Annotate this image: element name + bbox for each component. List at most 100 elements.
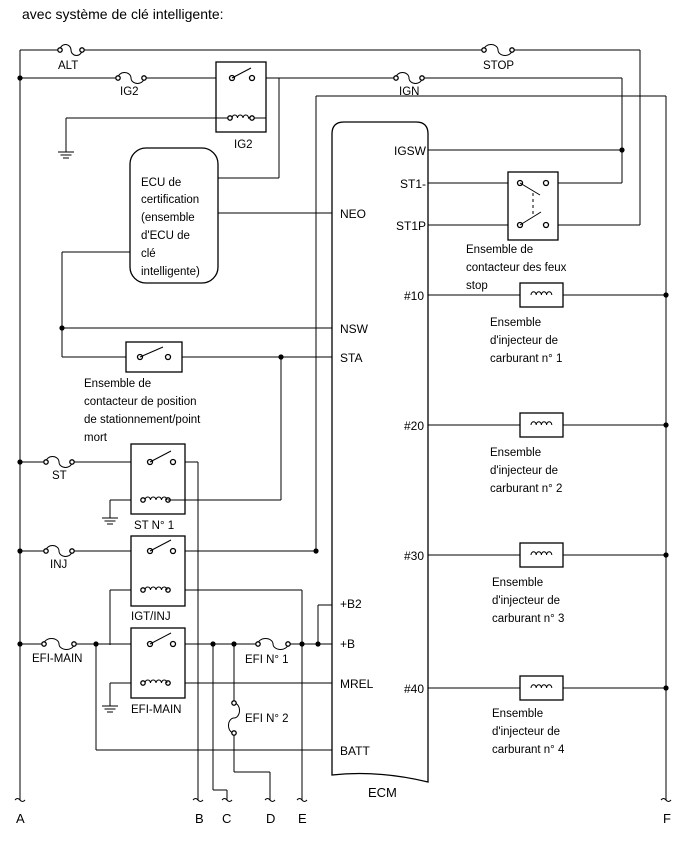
wire-break-icon: [264, 798, 276, 802]
relay-igt-inj-box: [130, 535, 186, 607]
fuse-ig2-icon: [117, 72, 145, 84]
fuse-efi1-label: EFI N° 1: [245, 654, 289, 666]
fuse-alt-label: ALT: [58, 60, 78, 72]
switch-contact-icon: [139, 346, 164, 358]
component-labels: ALT STOP IG2 IGN IG2 ST ST N° 1 INJ IGT/…: [32, 60, 514, 725]
ecm-pin-nsw: NSW: [340, 322, 369, 336]
fuse-inj-label: INJ: [50, 559, 67, 571]
caption-line: d'injecteur de: [490, 335, 558, 347]
wire-break-icon: [192, 798, 204, 802]
caption-line: Ensemble de: [84, 378, 151, 390]
caption-line: stop: [466, 280, 488, 292]
injector-coil-icon: [530, 421, 553, 426]
relay-switch-icon: [149, 539, 172, 552]
connector-c: C: [222, 811, 231, 826]
caption-line: mort: [84, 432, 108, 444]
caption-line: Ensemble: [492, 577, 543, 589]
fuse-stop-icon: [483, 44, 513, 56]
certification-ecu-line: (ensemble: [141, 212, 195, 224]
diagram-title: avec système de clé intelligente:: [22, 6, 224, 22]
caption-line: Ensemble: [492, 708, 543, 720]
connector-a: A: [16, 811, 25, 826]
relay-coil-icon: [144, 496, 168, 501]
injector-coil-icon: [530, 551, 553, 556]
ecm-pin-neo: NEO: [340, 207, 366, 221]
certification-ecu: ECU de certification (ensemble d'ECU de …: [129, 147, 219, 284]
connector-f: F: [663, 811, 671, 826]
injector-4-caption: Ensemble d'injecteur de carburant n° 4: [492, 708, 565, 756]
ecm-pin-igsw: IGSW: [394, 144, 427, 158]
fuse-inj-icon: [45, 545, 73, 557]
fuse-efi2-icon: [228, 702, 240, 734]
ecm-pin-30: #30: [404, 549, 424, 563]
fuse-st-icon: [45, 456, 73, 468]
relay-igt-inj: [130, 535, 186, 607]
injector-3-caption: Ensemble d'injecteur de carburant n° 3: [492, 577, 564, 625]
fuse-efi-main-icon: [43, 638, 75, 650]
connector-b: B: [195, 811, 204, 826]
caption-line: Ensemble: [490, 447, 541, 459]
ecm-pin-st1p: ST1P: [396, 219, 426, 233]
injector-coil-icon: [530, 684, 553, 689]
relay-coil-icon: [144, 679, 168, 684]
injector-coil-icon: [530, 291, 553, 296]
ground-icon: [102, 517, 118, 525]
relay-st1-label: ST N° 1: [134, 520, 174, 532]
wire-break-icon: [296, 798, 308, 802]
ecm-pin-st1m: ST1-: [400, 177, 426, 191]
relay-efi-main: [130, 627, 186, 699]
fuse-st-label: ST: [52, 470, 67, 482]
park-switch-caption: Ensemble de contacteur de position de st…: [84, 378, 201, 444]
park-neutral-switch: [125, 341, 183, 373]
switch-contact-icon: [519, 211, 542, 226]
ecm-pin-mrel: MREL: [340, 677, 374, 691]
certification-ecu-box: [129, 147, 219, 284]
injector-1-caption: Ensemble d'injecteur de carburant n° 1: [490, 317, 562, 365]
injector-2: [519, 412, 564, 438]
fuse-efi-main-label: EFI-MAIN: [32, 653, 82, 665]
fuse-efi1-icon: [257, 638, 289, 650]
relay-ig2-box: [215, 61, 267, 133]
ecm-pin-40: #40: [404, 682, 424, 696]
ecm-pin-10: #10: [404, 289, 424, 303]
relay-switch-icon: [149, 632, 172, 645]
ecm: ECM IGSW ST1- ST1P NEO NSW STA +B2 +B MR…: [331, 121, 429, 800]
ecm-pin-batt: BATT: [340, 744, 370, 758]
ecm-pin-20: #20: [404, 419, 424, 433]
fuse-alt-icon: [59, 44, 83, 56]
ground-icon: [102, 705, 118, 713]
relay-igt-inj-label: IGT/INJ: [131, 611, 171, 623]
certification-ecu-line: d'ECU de: [141, 230, 190, 242]
relay-switch-icon: [231, 67, 252, 79]
caption-line: carburant n° 4: [492, 744, 565, 756]
ecm-box: [331, 121, 429, 783]
caption-line: Ensemble: [490, 317, 541, 329]
ecm-pin-sta: STA: [340, 351, 362, 365]
relay-ig2: [215, 61, 267, 133]
injector-4: [519, 675, 564, 701]
certification-ecu-line: clé: [141, 248, 156, 260]
fuse-ign-icon: [395, 72, 423, 84]
connector-labels: A B C D E F: [16, 811, 671, 826]
ecm-label: ECM: [368, 785, 397, 800]
relay-ig2-label: IG2: [234, 139, 253, 151]
ecm-pin-b: +B: [340, 637, 355, 651]
caption-line: carburant n° 3: [492, 613, 564, 625]
certification-ecu-line: ECU de: [141, 177, 181, 189]
injector-2-caption: Ensemble d'injecteur de carburant n° 2: [490, 447, 562, 495]
fuse-ign-label: IGN: [399, 86, 419, 98]
grounds: [58, 151, 118, 713]
connector-e: E: [298, 811, 307, 826]
ecm-pin-b2: +B2: [340, 597, 362, 611]
relay-switch-icon: [149, 450, 172, 463]
park-neutral-switch-box: [125, 341, 183, 373]
wires: [19, 49, 667, 800]
fuse-stop-label: STOP: [483, 60, 514, 72]
fuse-efi2-label: EFI N° 2: [245, 713, 289, 725]
caption-line: d'injecteur de: [490, 465, 558, 477]
certification-ecu-line: intelligente): [141, 266, 200, 278]
injector-3: [519, 542, 564, 568]
ground-icon: [58, 151, 74, 159]
relay-st1: [130, 443, 186, 515]
relay-coil-icon: [231, 114, 251, 120]
